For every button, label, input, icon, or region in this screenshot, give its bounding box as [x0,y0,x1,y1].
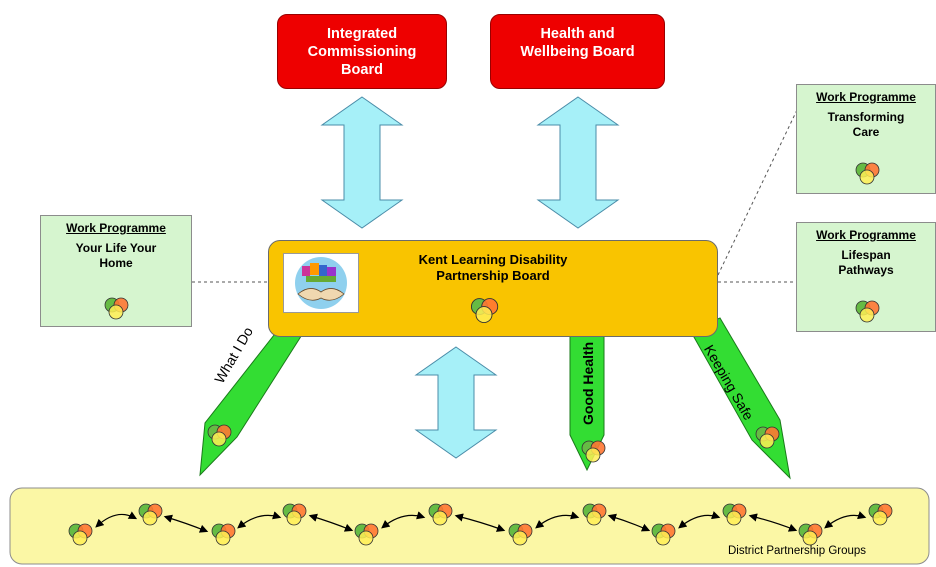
partnership-logo [283,253,359,313]
health-wellbeing-board[interactable]: Health and Wellbeing Board [490,14,665,89]
double-arrow-health-board [536,96,620,229]
work-programme-lifespan-pathways[interactable]: Work Programme Lifespan Pathways [796,222,936,332]
venn-icon [855,162,880,185]
double-arrow-integrated-board [320,96,404,229]
integrated-commissioning-board[interactable]: Integrated Commissioning Board [277,14,447,89]
work-programme-title: Work Programme [816,228,916,242]
work-programme-transforming-care[interactable]: Work Programme Transforming Care [796,84,936,194]
branch-label-good-health: Good Health [580,341,596,425]
work-programme-name-line-1: Transforming [827,110,905,124]
partnership-board-line-2: Partnership Board [436,268,550,283]
work-programme-title: Work Programme [66,221,166,235]
integrated-board-line-1: Integrated [326,26,398,42]
venn-icon [104,297,129,320]
work-programme-name-line-2: Home [99,256,133,270]
district-group-chain [68,503,893,546]
dashed-connector-diagonal [717,109,798,276]
integrated-board-line-3: Board [341,62,383,78]
work-programme-name-line-1: Your Life Your [75,241,157,255]
work-programme-name-line-2: Care [852,125,880,139]
venn-icon [470,298,499,324]
work-programme-your-life-your-home[interactable]: Work Programme Your Life Your Home [40,215,192,327]
partnership-board-title: Kent Learning Disability Partnership Boa… [269,252,717,284]
work-programme-name-line-2: Pathways [838,263,894,277]
venn-icon [855,300,880,323]
branch-arrow-what-i-do [199,329,306,477]
work-programme-title: Work Programme [816,90,916,104]
health-board-line-2: Wellbeing Board [520,44,635,60]
double-arrow-district [414,346,498,459]
district-partnership-groups-label: District Partnership Groups [728,545,867,557]
work-programme-name-line-1: Lifespan [841,248,891,262]
kent-partnership-board[interactable]: Kent Learning Disability Partnership Boa… [268,240,718,337]
partnership-board-line-1: Kent Learning Disability [418,252,568,267]
health-board-line-1: Health and [540,26,615,42]
integrated-board-line-2: Commissioning [307,44,417,60]
